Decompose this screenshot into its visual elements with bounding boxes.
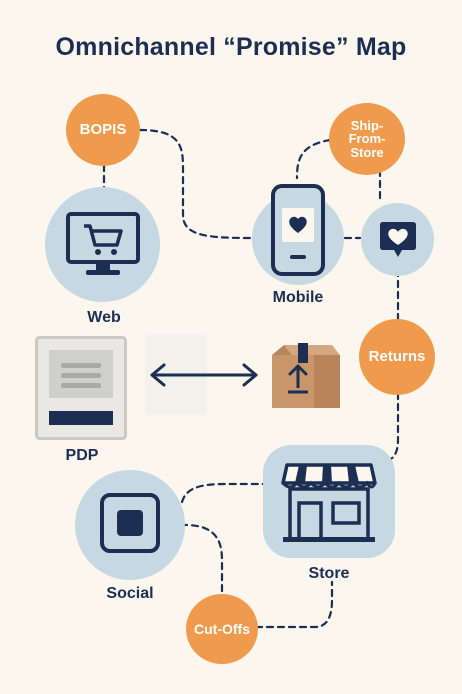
- bopis-label: BOPIS: [79, 121, 127, 139]
- pdp-label: PDP: [65, 447, 99, 464]
- mobile-label: Mobile: [272, 289, 324, 306]
- store-label: Store: [308, 565, 350, 582]
- storefront-icon: [281, 463, 377, 542]
- cut-offs-badge: Cut-Offs: [186, 594, 258, 664]
- phone-heart-icon: [271, 184, 325, 276]
- returns-label: Returns: [368, 348, 426, 366]
- square-button-icon: [100, 493, 160, 553]
- package-icon: [272, 343, 340, 408]
- product-page-icon: [35, 336, 127, 440]
- cart-monitor-icon: [66, 212, 140, 275]
- ship-from-store-badge: Ship-From-Store: [329, 103, 405, 175]
- returns-badge: Returns: [359, 319, 435, 395]
- double-arrow-icon: [150, 363, 258, 387]
- ship-from-store-label: Ship-From-Store: [348, 117, 386, 160]
- social-label: Social: [106, 585, 154, 602]
- web-label: Web: [87, 309, 121, 326]
- heart-chat-icon: [380, 222, 416, 257]
- bopis-badge: BOPIS: [66, 94, 140, 166]
- page-title: Omnichannel “Promise” Map: [55, 33, 407, 61]
- cut-offs-label: Cut-Offs: [194, 620, 250, 637]
